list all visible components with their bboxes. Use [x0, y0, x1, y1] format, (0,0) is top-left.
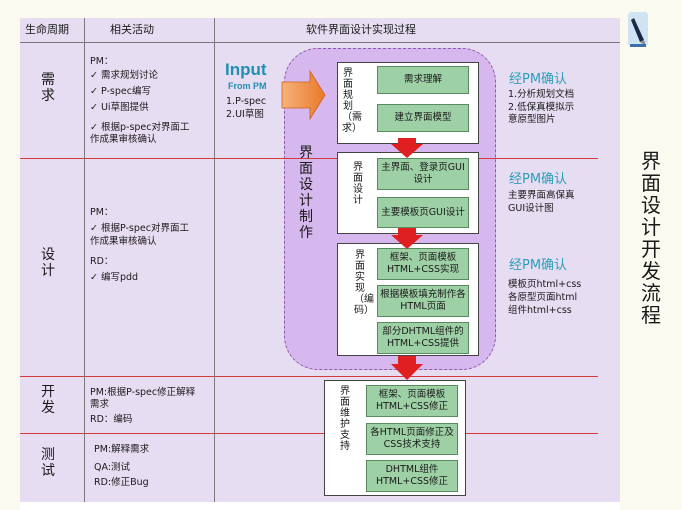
- activity-line: 需求: [90, 399, 110, 410]
- task-template-page-gui: 主要模板页GUI设计: [377, 197, 469, 228]
- pm-confirm-1: 经PM确认: [509, 72, 568, 87]
- task-main-page-gui: 主界面、登录页GUI设计: [377, 158, 469, 190]
- activity-line: PM：: [90, 56, 114, 67]
- phase-divider-design: [20, 376, 598, 377]
- activity-line: RD:修正Bug: [94, 477, 149, 488]
- pm-confirm-1-note: 1.分析规划文档: [508, 89, 575, 100]
- activity-line: ✓ 需求规划讨论: [90, 70, 158, 81]
- stage-design-label: 界面设计: [353, 162, 363, 206]
- activity-line: 作成果审核确认: [90, 236, 157, 247]
- header-divider: [20, 42, 620, 43]
- activity-line: ✓ Ui草图提供: [90, 102, 149, 113]
- input-item: 2.UI草图: [226, 109, 264, 120]
- task-dhtml-components: 部分DHTML组件的HTML+CSS提供: [377, 322, 469, 354]
- pm-confirm-2: 经PM确认: [509, 172, 568, 187]
- phase-testing: 测试: [41, 447, 55, 479]
- design-production-label: 界面设计制作: [299, 145, 313, 241]
- activity-line: ✓ 根据p-spec对界面工: [90, 122, 190, 133]
- activity-line: ✓ 编写pdd: [90, 272, 139, 283]
- input-item: 1.P-spec: [226, 96, 267, 107]
- pm-confirm-2-note: GUI设计图: [508, 203, 554, 214]
- phase-design: 设计: [41, 247, 55, 279]
- pm-confirm-3: 经PM确认: [509, 258, 568, 273]
- pm-confirm-3-note: 各原型页面html: [508, 292, 578, 303]
- task-requirements-understanding: 需求理解: [377, 66, 469, 94]
- pm-confirm-3-note: 组件html+css: [508, 305, 572, 316]
- header-process: 软件界面设计实现过程: [306, 23, 416, 36]
- activity-line: PM:解释需求: [94, 444, 150, 455]
- header-activities: 相关活动: [110, 23, 154, 36]
- pm-confirm-1-note: 意原型图片: [508, 114, 556, 125]
- activity-line: RD：编码: [90, 414, 133, 425]
- pm-confirm-2-note: 主要界面高保真: [508, 190, 575, 201]
- stage-maintenance-label: 界面维护支持: [340, 386, 350, 452]
- activity-line: QA:测试: [94, 462, 131, 473]
- side-title: 界面设计开发流程: [641, 149, 661, 327]
- task-build-ui-model: 建立界面模型: [377, 104, 469, 132]
- activity-line: PM:根据P-spec修正解释: [90, 387, 196, 398]
- column-divider-1: [84, 18, 85, 502]
- activity-line: ✓ 根据P-spec对界面工: [90, 223, 189, 234]
- header-lifecycle: 生命周期: [25, 23, 69, 36]
- activity-line: RD：: [90, 256, 114, 267]
- pm-confirm-1-note: 2.低保真模拟示: [508, 102, 575, 113]
- task-dhtml-fix: DHTML组件HTML+CSS修正: [366, 460, 458, 492]
- activity-line: 作成果审核确认: [90, 134, 157, 145]
- stage-implementation-label: 界面实现（编码）: [354, 250, 374, 316]
- task-frame-template-fix: 框架、页面模板HTML+CSS修正: [366, 385, 458, 417]
- left-margin: [0, 0, 20, 510]
- task-html-fix-css-support: 各HTML页面修正及CSS技术支持: [366, 423, 458, 455]
- task-frame-template-html: 框架、页面模板HTML+CSS实现: [377, 248, 469, 280]
- task-fill-html-pages: 根据模板填充制作各HTML页面: [377, 285, 469, 317]
- phase-divider-dev: [20, 433, 598, 434]
- activity-line: PM：: [90, 207, 114, 218]
- phase-requirements: 需求: [41, 72, 55, 104]
- top-margin: [0, 0, 620, 18]
- input-from: From PM: [228, 81, 267, 91]
- title-sidebar: [620, 0, 682, 510]
- pm-confirm-3-note: 模板页html+css: [508, 279, 582, 290]
- input-title: Input: [225, 60, 267, 79]
- activity-line: ✓ P-spec编写: [90, 86, 151, 97]
- column-divider-2: [214, 18, 215, 502]
- phase-development: 开发: [41, 384, 55, 416]
- phase-divider-req: [20, 158, 598, 159]
- stage-planning-label: 界面规划（需求）: [342, 68, 362, 134]
